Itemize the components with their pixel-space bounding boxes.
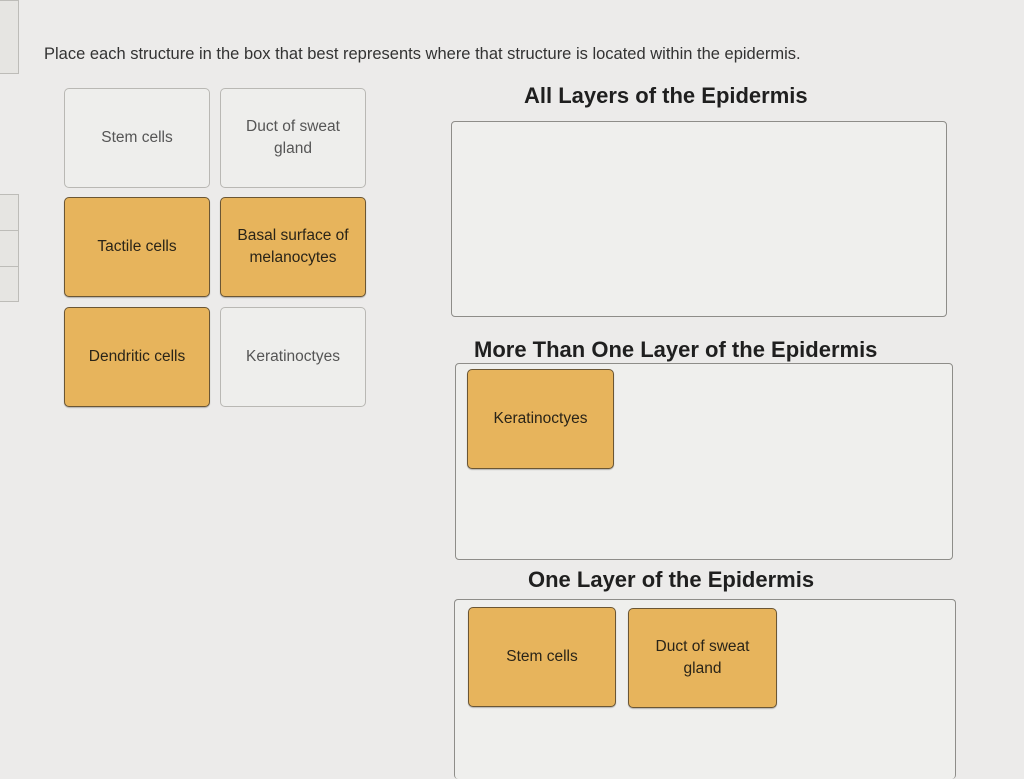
- placed-tile-duct-of-sweat-gland[interactable]: Duct of sweat gland: [628, 608, 777, 708]
- placed-tile-keratinoctyes[interactable]: Keratinoctyes: [467, 369, 614, 469]
- placed-tile-stem-cells[interactable]: Stem cells: [468, 607, 616, 707]
- bank-tile-dendritic-cells[interactable]: Dendritic cells: [64, 307, 210, 407]
- left-edge-panel: [0, 230, 19, 268]
- tile-label: Duct of sweat gland: [246, 118, 340, 157]
- tile-label: Basal surface of melanocytes: [237, 227, 349, 266]
- bank-tile-keratinoctyes[interactable]: Keratinoctyes: [220, 307, 366, 407]
- bank-tile-tactile-cells[interactable]: Tactile cells: [64, 197, 210, 297]
- left-edge-panel: [0, 266, 19, 302]
- tile-label: Dendritic cells: [88, 348, 186, 365]
- left-edge-panel: [0, 194, 19, 232]
- zone-title-all-layers: All Layers of the Epidermis: [524, 83, 808, 108]
- tile-label: Stem cells: [101, 129, 173, 146]
- instruction-text: Place each structure in the box that bes…: [44, 45, 801, 63]
- left-edge-panel: [0, 0, 19, 74]
- bank-tile-duct-of-sweat-gland[interactable]: Duct of sweat gland: [220, 88, 366, 188]
- zone-title-more-than-one-layer: More Than One Layer of the Epidermis: [474, 337, 878, 362]
- tile-label: Keratinoctyes: [246, 348, 340, 365]
- drop-zone-all-layers[interactable]: [451, 121, 947, 317]
- tile-label: Stem cells: [506, 648, 578, 665]
- tile-label: Tactile cells: [97, 238, 177, 255]
- tile-label: Keratinoctyes: [493, 410, 588, 427]
- bank-tile-basal-surface-of-melanocytes[interactable]: Basal surface of melanocytes: [220, 197, 366, 297]
- zone-title-one-layer: One Layer of the Epidermis: [528, 567, 815, 592]
- tile-label: Duct of sweat gland: [655, 638, 750, 677]
- bank-tile-stem-cells[interactable]: Stem cells: [64, 88, 210, 188]
